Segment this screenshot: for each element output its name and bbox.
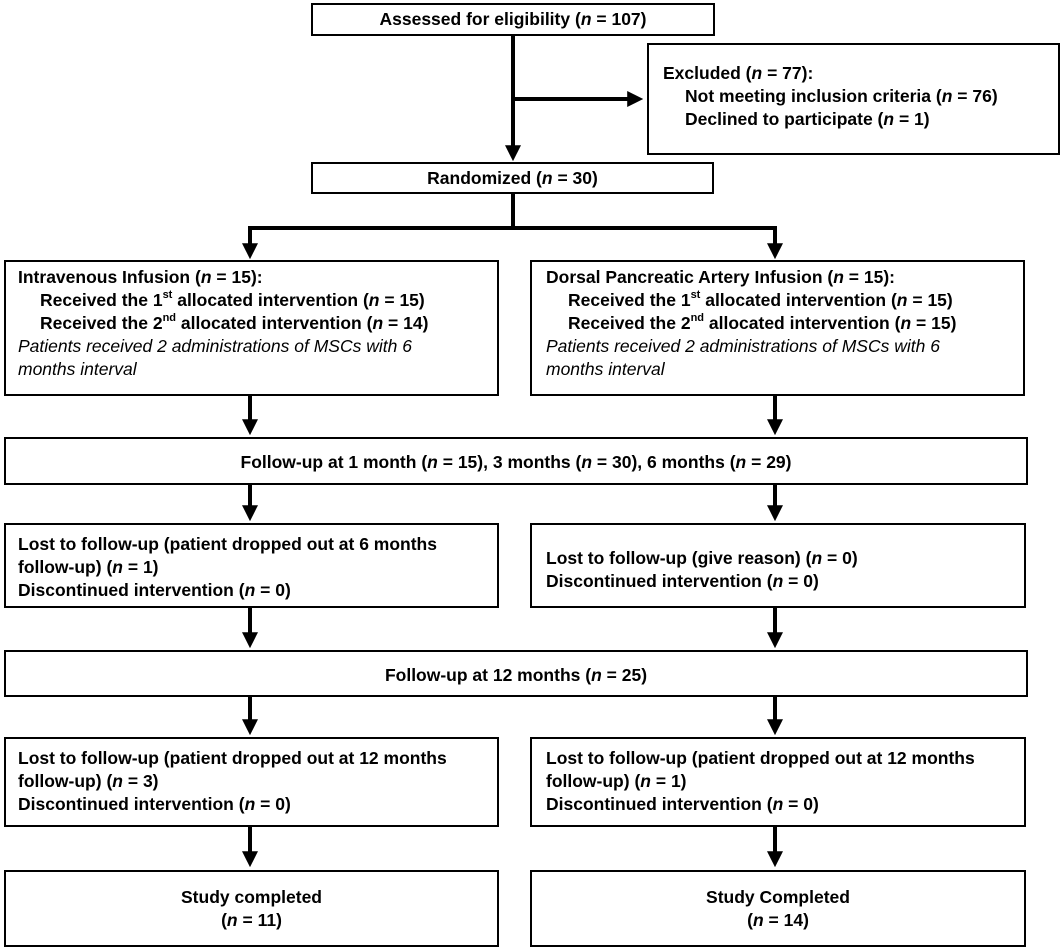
right-lost-1-text: Lost to follow-up (give reason) (n = 0) [546,548,858,568]
left-lost-1-text: Lost to follow-up (patient dropped out a… [18,534,437,577]
excluded-reason-inclusion: Not meeting inclusion criteria (n = 76) [685,86,998,106]
right-disc-1-text: Discontinued intervention (n = 0) [546,571,819,591]
right-completed-box: Study Completed (n = 14) [530,870,1026,947]
left-lost-1-box: Lost to follow-up (patient dropped out a… [4,523,499,608]
assessed-text: Assessed for eligibility (n = 107) [379,9,647,29]
left-arm-note: Patients received 2 administrations of M… [18,336,412,379]
followup-1-text: Follow-up at 1 month (n = 15), 3 months … [240,452,792,472]
followup-2-box: Follow-up at 12 months (n = 25) [4,650,1028,697]
randomized-box: Randomized (n = 30) [311,162,714,194]
left-arm-second-intervention: Received the 2nd allocated intervention … [40,312,429,333]
assessed-box: Assessed for eligibility (n = 107) [311,3,715,36]
right-completed-label: Study Completed [706,887,850,907]
right-arm-note: Patients received 2 administrations of M… [546,336,940,379]
left-disc-2-text: Discontinued intervention (n = 0) [18,794,291,814]
right-arm-allocation-box: Dorsal Pancreatic Artery Infusion (n = 1… [530,260,1025,396]
right-arm-title: Dorsal Pancreatic Artery Infusion (n = 1… [546,267,896,287]
right-lost-1-box: Lost to follow-up (give reason) (n = 0) … [530,523,1026,608]
left-arm-allocation-box: Intravenous Infusion (n = 15): Received … [4,260,499,396]
randomized-text: Randomized (n = 30) [427,168,598,188]
left-lost-2-box: Lost to follow-up (patient dropped out a… [4,737,499,827]
right-lost-2-text: Lost to follow-up (patient dropped out a… [546,748,975,791]
left-completed-label: Study completed [181,887,322,907]
left-completed-n: (n = 11) [221,910,282,930]
excluded-reason-declined: Declined to participate (n = 1) [685,109,930,129]
left-arm-first-intervention: Received the 1st allocated intervention … [40,289,425,310]
excluded-title: Excluded (n = 77): [663,63,814,83]
left-completed-box: Study completed (n = 11) [4,870,499,947]
excluded-box: Excluded (n = 77): Not meeting inclusion… [647,43,1060,155]
right-disc-2-text: Discontinued intervention (n = 0) [546,794,819,814]
followup-2-text: Follow-up at 12 months (n = 25) [384,665,648,685]
right-completed-n: (n = 14) [747,910,809,930]
right-arm-first-intervention: Received the 1st allocated intervention … [568,289,953,310]
right-lost-2-box: Lost to follow-up (patient dropped out a… [530,737,1026,827]
right-arm-second-intervention: Received the 2nd allocated intervention … [568,312,957,333]
left-arm-title: Intravenous Infusion (n = 15): [18,267,263,287]
left-disc-1-text: Discontinued intervention (n = 0) [18,580,291,600]
left-lost-2-text: Lost to follow-up (patient dropped out a… [18,748,447,791]
followup-1-box: Follow-up at 1 month (n = 15), 3 months … [4,437,1028,485]
